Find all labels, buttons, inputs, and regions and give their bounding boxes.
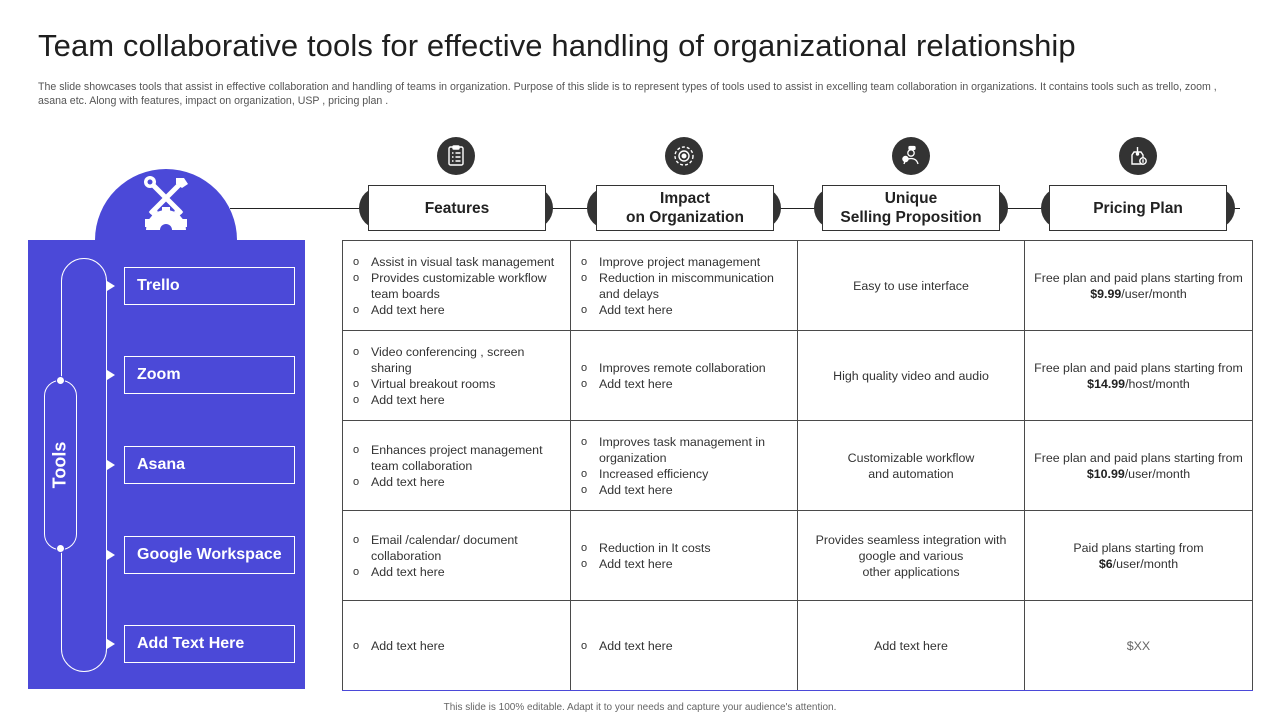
cell-impact: Improve project management Reduction in … [570, 240, 798, 331]
list-item: Email /calendar/ document collaboration [353, 532, 564, 564]
tool-arrow [107, 460, 115, 470]
list-item: Enhances project management team collabo… [353, 442, 564, 474]
column-header-impact: Impact on Organization [596, 185, 774, 231]
list-item: Add text here [581, 482, 791, 498]
tool-trello: Trello [124, 267, 295, 305]
bracket-knot-top [56, 376, 65, 385]
tool-arrow [107, 370, 115, 380]
cell-pricing: $XX [1024, 600, 1253, 691]
list-item: Virtual breakout rooms [353, 376, 564, 392]
tool-zoom: Zoom [124, 356, 295, 394]
cell-features: Video conferencing , screen sharing Virt… [342, 330, 571, 421]
slide-footer: This slide is 100% editable. Adapt it to… [443, 702, 837, 713]
list-item: Improves task management in organization [581, 434, 791, 466]
cell-pricing: Paid plans starting from $6/user/month [1024, 510, 1253, 601]
list-item: Add text here [353, 474, 564, 490]
list-item: Provides customizable workflow team boar… [353, 270, 564, 302]
cell-usp: Customizable workflow and automation [797, 420, 1025, 511]
table-row: Enhances project management team collabo… [342, 420, 1253, 511]
tools-gear-icon [144, 176, 188, 230]
checklist-icon [437, 137, 475, 175]
table-row: Add text here Add text here Add text her… [342, 600, 1253, 691]
slide-title: Team collaborative tools for effective h… [38, 28, 1076, 63]
tool-add-text: Add Text Here [124, 625, 295, 663]
tool-arrow [107, 550, 115, 560]
tool-arrow [107, 281, 115, 291]
cell-impact: Reduction in It costs Add text here [570, 510, 798, 601]
cell-pricing: Free plan and paid plans starting from $… [1024, 330, 1253, 421]
cell-impact: Improves task management in organization… [570, 420, 798, 511]
tool-arrow [107, 639, 115, 649]
usp-person-icon [892, 137, 930, 175]
tool-google-workspace: Google Workspace [124, 536, 295, 574]
cell-usp: Easy to use interface [797, 240, 1025, 331]
list-item: Increased efficiency [581, 466, 791, 482]
list-item: Add text here [353, 302, 564, 318]
price-tag-icon [1119, 137, 1157, 175]
tools-label: Tools [49, 441, 70, 489]
list-item: Add text here [353, 392, 564, 408]
list-item: Add text here [581, 302, 791, 318]
list-item: Assist in visual task management [353, 254, 564, 270]
column-header-features: Features [368, 185, 546, 231]
list-item: Add text here [353, 564, 564, 580]
cell-features: Email /calendar/ document collaboration … [342, 510, 571, 601]
list-item: Reduction in It costs [581, 540, 791, 556]
cell-impact: Add text here [570, 600, 798, 691]
list-item: Improve project management [581, 254, 791, 270]
cell-impact: Improves remote collaboration Add text h… [570, 330, 798, 421]
list-item: Reduction in miscommunication and delays [581, 270, 791, 302]
cell-features: Add text here [342, 600, 571, 691]
target-icon [665, 137, 703, 175]
cell-usp: High quality video and audio [797, 330, 1025, 421]
list-item: Add text here [353, 638, 564, 654]
table-row: Email /calendar/ document collaboration … [342, 510, 1253, 601]
cell-features: Enhances project management team collabo… [342, 420, 571, 511]
table-row: Video conferencing , screen sharing Virt… [342, 330, 1253, 421]
column-header-pricing: Pricing Plan [1049, 185, 1227, 231]
tools-comparison-table: Assist in visual task management Provide… [342, 240, 1253, 691]
cell-pricing: Free plan and paid plans starting from $… [1024, 420, 1253, 511]
tool-asana: Asana [124, 446, 295, 484]
list-item: Add text here [581, 376, 791, 392]
cell-usp: Add text here [797, 600, 1025, 691]
cell-features: Assist in visual task management Provide… [342, 240, 571, 331]
tools-label-capsule [44, 380, 77, 550]
list-item: Video conferencing , screen sharing [353, 344, 564, 376]
cell-usp: Provides seamless integration with googl… [797, 510, 1025, 601]
table-row: Assist in visual task management Provide… [342, 240, 1253, 331]
cell-pricing: Free plan and paid plans starting from $… [1024, 240, 1253, 331]
slide-subtitle: The slide showcases tools that assist in… [38, 81, 1217, 107]
list-item: Add text here [581, 556, 791, 572]
list-item: Add text here [581, 638, 791, 654]
list-item: Improves remote collaboration [581, 360, 791, 376]
bracket-knot-bottom [56, 544, 65, 553]
column-header-usp: Unique Selling Proposition [822, 185, 1000, 231]
